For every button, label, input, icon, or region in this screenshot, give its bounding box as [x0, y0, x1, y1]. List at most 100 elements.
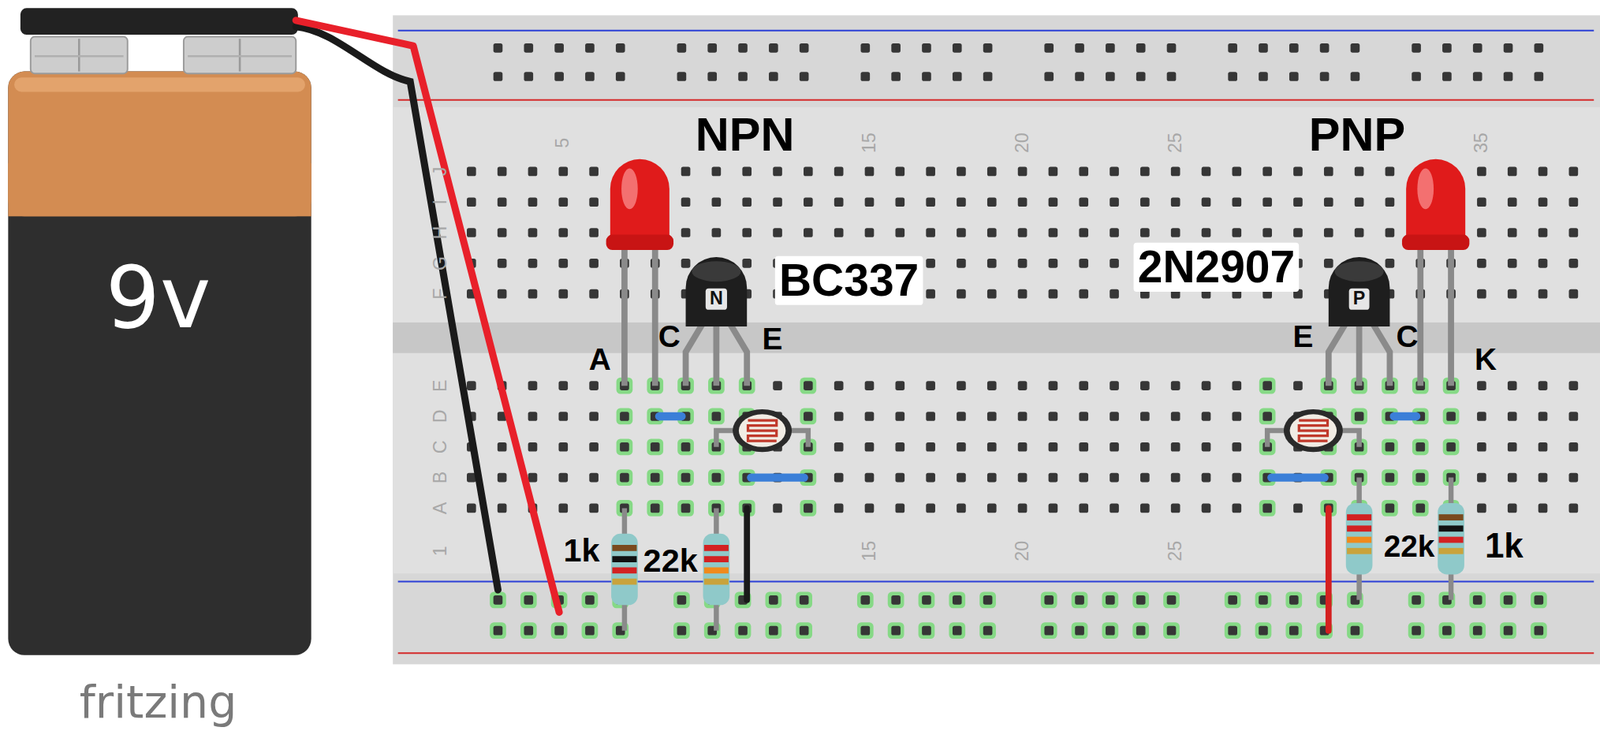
hole-highlight [1381, 469, 1399, 486]
resistor-value: 22k [1383, 529, 1436, 563]
hole [1385, 503, 1395, 514]
hole [1109, 258, 1119, 269]
transistor-leg [728, 321, 747, 387]
resistor-body [703, 533, 731, 606]
hole [1411, 626, 1421, 636]
hole-highlight [979, 592, 996, 609]
column-number: 20 [1012, 540, 1032, 562]
hole-highlight [1408, 622, 1425, 639]
hole [528, 442, 538, 452]
hole [891, 71, 901, 82]
hole [1476, 289, 1487, 299]
ldr-leg [1339, 430, 1360, 448]
hole [1476, 411, 1487, 422]
hole-highlight [646, 499, 664, 517]
hole [1232, 197, 1242, 207]
hole-highlight [616, 469, 634, 486]
hole [1048, 227, 1059, 238]
hole [952, 595, 963, 605]
hole-highlight [1412, 469, 1429, 486]
column-number: 35 [1472, 132, 1492, 153]
hole [1262, 411, 1272, 422]
hole [1569, 473, 1579, 483]
hole [1109, 167, 1119, 177]
hole [1044, 43, 1054, 53]
hole [987, 227, 997, 238]
hole [1473, 595, 1483, 605]
hole [466, 167, 477, 177]
hole [1018, 167, 1028, 177]
row-letter: D [431, 410, 451, 424]
hole-highlight [616, 438, 634, 456]
hole [891, 595, 901, 605]
resistor-value: 1k [563, 533, 601, 568]
hole-highlight [1412, 438, 1429, 456]
hole [1503, 43, 1514, 53]
hole [834, 227, 844, 238]
hole [1201, 167, 1212, 177]
hole [681, 473, 691, 483]
hole [528, 167, 538, 177]
hole [865, 227, 875, 238]
hole [681, 227, 691, 238]
hole-highlight [1040, 622, 1058, 639]
hole-highlight [1102, 622, 1119, 639]
hole-highlight [1255, 622, 1272, 639]
hole-highlight [1259, 377, 1276, 395]
hole [558, 227, 568, 238]
hole-highlight [734, 622, 752, 639]
hole-highlight [677, 499, 694, 517]
hole [1289, 43, 1299, 53]
hole [1078, 442, 1089, 452]
hole [1350, 43, 1361, 53]
hole [1538, 227, 1548, 238]
hole [1569, 197, 1579, 207]
part-number: 2N2907 [1133, 242, 1300, 292]
hole [589, 289, 599, 299]
hole [987, 411, 997, 422]
hole [925, 289, 936, 299]
hole [554, 43, 564, 53]
resistor-band [1439, 514, 1464, 521]
hole [921, 71, 932, 82]
hole [1232, 167, 1242, 177]
hole [1078, 227, 1089, 238]
hole [1109, 411, 1119, 422]
battery-clip [20, 7, 299, 35]
transistor-leg [1328, 321, 1347, 387]
hole [1048, 411, 1059, 422]
hole [558, 289, 568, 299]
terminal-ridge [34, 55, 124, 58]
hole-highlight [489, 592, 507, 609]
hole [1078, 197, 1089, 207]
hole [528, 473, 538, 483]
hole-highlight [646, 469, 664, 486]
hole-highlight [708, 408, 725, 426]
hole [772, 197, 783, 207]
hole [1507, 289, 1518, 299]
hole [1385, 442, 1395, 452]
hole-highlight [799, 377, 817, 395]
hole [834, 473, 844, 483]
terminal-ridge [187, 55, 292, 58]
hole [895, 380, 905, 391]
hole [1350, 71, 1361, 82]
hole [615, 43, 626, 53]
resistor-band [704, 555, 729, 563]
hole [1385, 197, 1395, 207]
hole [1232, 473, 1242, 483]
hole-highlight [1163, 592, 1180, 609]
hole [528, 380, 538, 391]
hole [1136, 71, 1146, 82]
hole [589, 167, 599, 177]
hole [1018, 227, 1028, 238]
battery-terminal [30, 37, 128, 75]
hole-highlight [1469, 622, 1486, 639]
hole [1442, 71, 1452, 82]
transistor-top [691, 261, 741, 282]
resistor-value: 22k [643, 544, 698, 579]
hole [497, 473, 508, 483]
hole-highlight [581, 622, 599, 639]
hole [1232, 503, 1242, 514]
